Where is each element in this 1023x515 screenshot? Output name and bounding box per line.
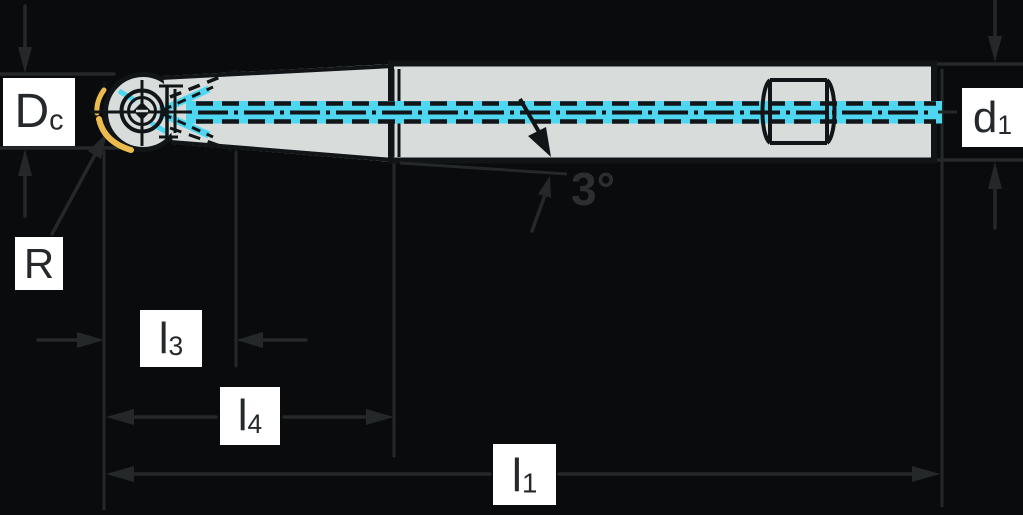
l3-head-right [236,332,263,348]
label-taper-angle: 3° [571,163,615,215]
label-dc-main: D [14,85,50,138]
angle-arrow-head [538,176,551,198]
taper-angle-annotation [399,98,568,233]
clamp-screw-inner [127,96,157,126]
angle-reference-line [399,161,568,176]
label-corner-radius-r: R [15,237,63,290]
l4-head-right [366,409,394,425]
l3-head-left [77,332,104,348]
barrel-left-arc [760,78,772,145]
shank-clamping-feature [760,78,837,145]
edge-highlight-lower [96,116,134,153]
hidden-diagonal-upper [169,68,239,99]
ball-nose-tip-details [90,68,239,153]
angle-leader-head [528,127,551,157]
coolant-channel [186,101,957,124]
coolant-streak-lower-right [149,120,170,136]
label-dc-sub: c [49,104,64,137]
label-l3-main: l [158,313,169,363]
barrel-right-arc [825,78,837,145]
clamp-screw-outer [119,88,165,134]
dc-arrow-top-head [18,47,32,73]
l1-head-right [912,466,940,482]
label-l1-sub: 1 [521,466,538,498]
label-l4-main: l [237,391,248,440]
r-leader-head [88,133,107,159]
label-l1-main: l [511,448,522,501]
angle-leader-stem [518,98,541,133]
label-l3-sub: 3 [168,331,184,362]
label-d1-sub: 1 [997,110,1013,141]
neck-bottom-edge [170,140,394,162]
neck-top-edge [160,64,394,80]
angle-arrow-stem [530,193,547,233]
l4-head-left [106,409,134,425]
l1-head-left [106,466,134,482]
d1-arrow-bottom-head [988,162,1002,189]
label-d1-main: d [972,92,998,142]
label-r-main: R [23,239,55,287]
coolant-band [186,101,942,124]
r-leader-stem [50,149,99,236]
label-l4-sub: 4 [247,408,263,439]
hidden-diagonal-lower [169,126,233,152]
d1-arrow-top-head [988,36,1002,62]
dc-arrow-bottom-head [18,149,32,176]
